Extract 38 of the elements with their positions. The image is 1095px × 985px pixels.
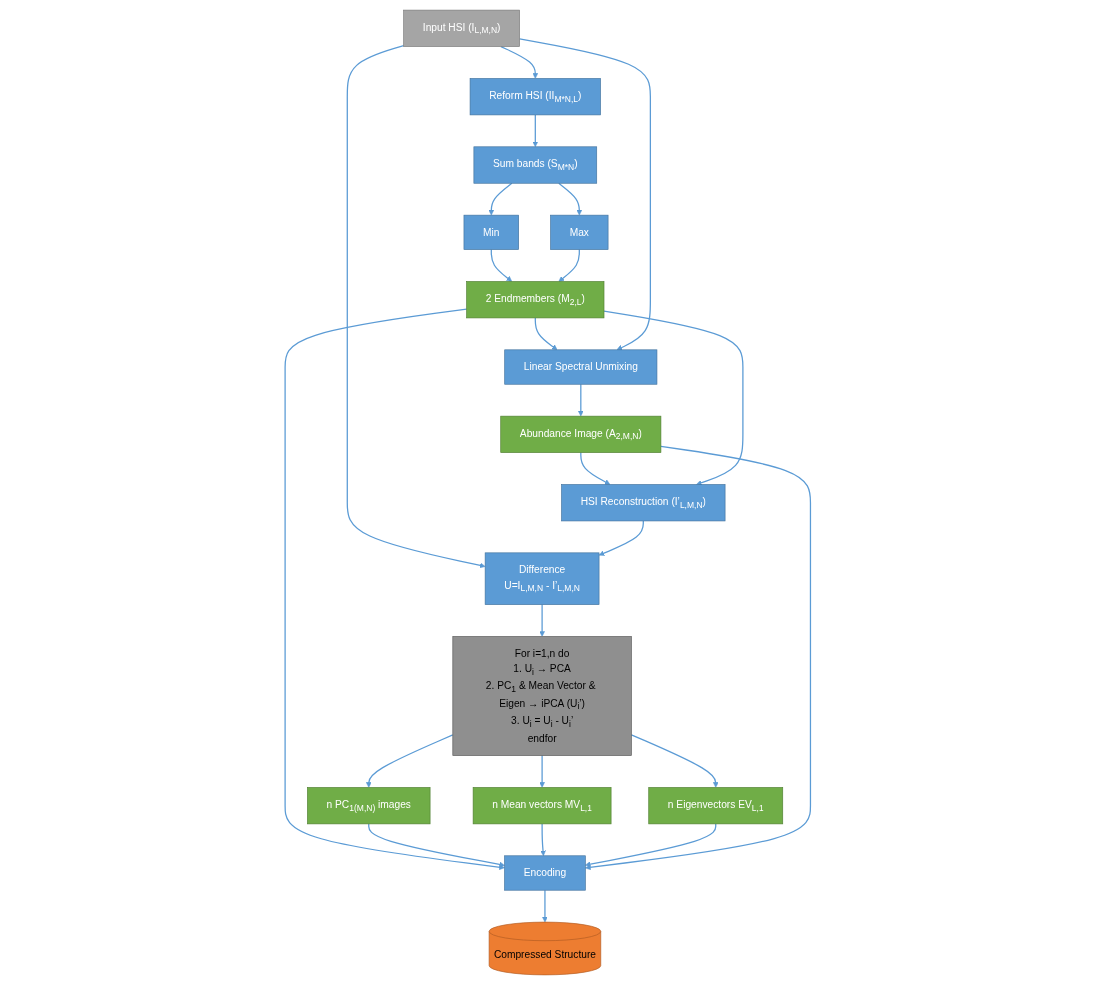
arrow: [584, 445, 811, 871]
node-box: n Eigenvectors EV$_{L,1}$: [648, 787, 783, 825]
node-box: Difference U=I$_{L,M,N}$ - I’$_{L,M,N}$: [484, 552, 600, 605]
arrow: [584, 823, 717, 867]
node-box: Input HSI (I$_{L,M,N}$): [403, 9, 520, 47]
node-box: Max: [549, 214, 609, 250]
node-box: n PC$_{1(M,N)}$ images: [306, 787, 431, 825]
arrow: [346, 45, 486, 569]
arrow: [579, 451, 610, 485]
node-box: n Mean vectors MV$_{L,1}$: [472, 787, 612, 825]
arrow: [532, 114, 538, 148]
node-box: HSI Reconstruction (I’$_{L,M,N}$): [560, 484, 726, 522]
node-box: Reform HSI (II$_{M*N,L}$): [469, 78, 601, 116]
node-box: Sum bands (S$_{M*N}$): [473, 146, 597, 184]
node-box: Linear Spectral Unmixing: [504, 349, 657, 385]
node-box: Min: [463, 214, 519, 250]
node-box: For i=1,n do 1. U$_{i}$ → PCA 2. PC$_{1}$ & Mean Vector & Eigen → iPCA (U$_{i}$’) 3. U$_{i}$ = U$_{i}$ - U$_{i}$’ endfor: [452, 636, 632, 756]
arrow: [577, 383, 584, 417]
node-box: Encoding: [503, 855, 586, 891]
arrow: [490, 248, 512, 282]
arrow: [541, 889, 548, 923]
arrow: [558, 248, 580, 282]
arrow: [598, 520, 644, 556]
arrow: [365, 734, 454, 788]
arrow: [367, 823, 505, 868]
arrow: [534, 317, 558, 351]
arrow: [539, 754, 545, 788]
node-box: 2 Endmembers (M$_{2,L}$): [466, 281, 605, 319]
arrow: [284, 308, 505, 870]
node-box: Abundance Image (A$_{2,M,N}$): [500, 415, 661, 453]
arrow: [630, 734, 719, 788]
arrow: [557, 182, 582, 216]
arrow: [603, 310, 744, 486]
arrow: [518, 38, 651, 351]
arrow: [488, 182, 513, 216]
arrow: [539, 603, 545, 637]
arrow: [500, 45, 538, 79]
arrow: [539, 823, 546, 857]
